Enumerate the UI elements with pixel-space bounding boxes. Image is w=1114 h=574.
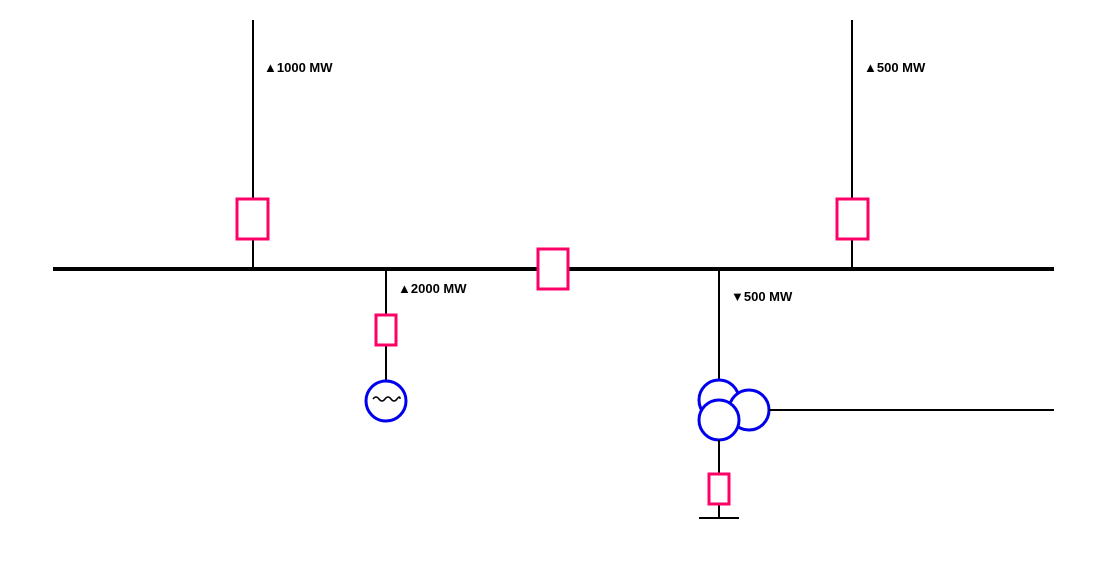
transformer-flow-label: ▼500 MW xyxy=(731,289,793,304)
generator-icon[interactable] xyxy=(364,379,408,423)
feeder-right-flow-label: ▲500 MW xyxy=(864,60,926,75)
three-winding-transformer-icon[interactable] xyxy=(697,378,771,442)
generator-circle xyxy=(364,379,408,423)
transformer-winding-secondary xyxy=(697,398,741,442)
generator-breaker-icon[interactable] xyxy=(374,313,398,347)
feeder-right-breaker-icon[interactable] xyxy=(835,197,870,241)
feeder-left-breaker-icon[interactable] xyxy=(235,197,270,241)
feeder-left-flow-label: ▲1000 MW xyxy=(264,60,333,75)
generator-wave-icon xyxy=(372,396,401,402)
bus-coupler-breaker-icon[interactable] xyxy=(536,247,570,291)
generator-flow-label: ▲2000 MW xyxy=(398,281,467,296)
transformer-ground-breaker-icon[interactable] xyxy=(707,472,731,506)
